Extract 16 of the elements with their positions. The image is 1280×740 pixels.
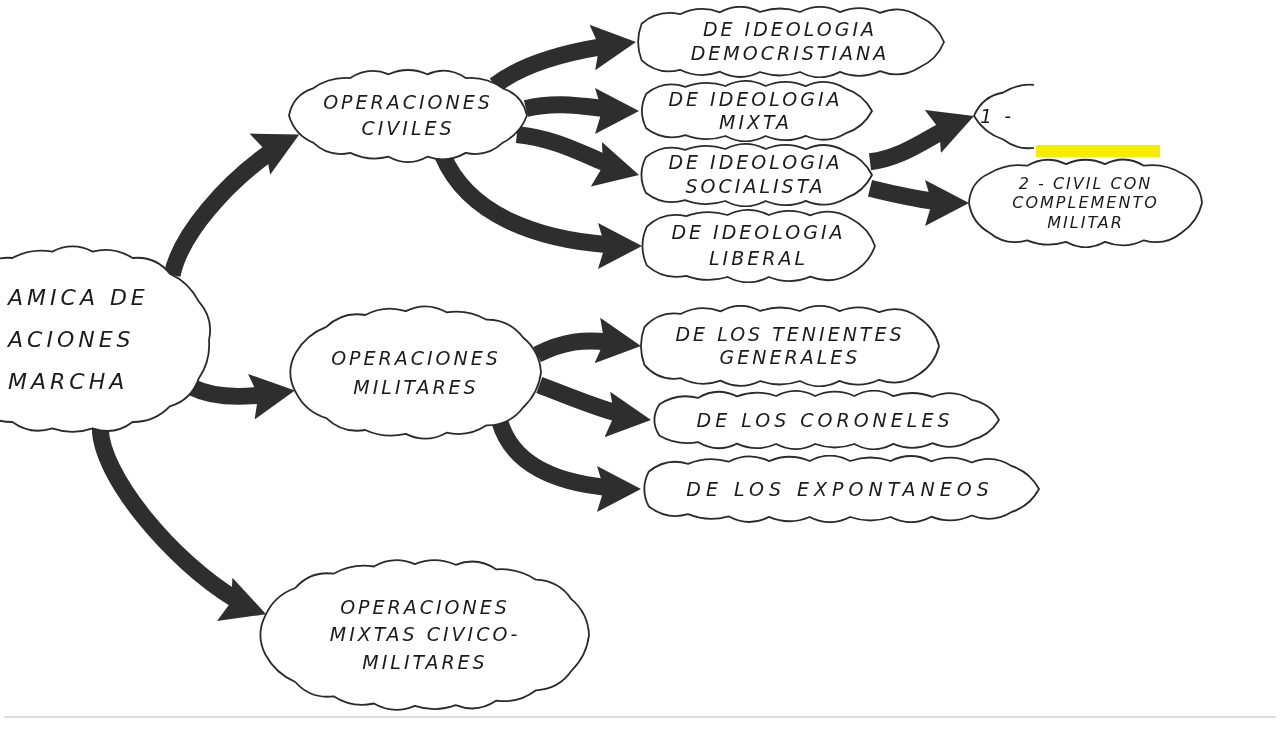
node-label: DE LOS CORONELES [696, 408, 954, 432]
node-label: DE IDEOLOGIA MIXTA [667, 88, 844, 134]
arrow [536, 377, 653, 437]
node-label: DE IDEOLOGIA LIBERAL [670, 220, 847, 271]
node-label: OPERACIONES MIXTAS CIVICO-MILITARES [328, 594, 522, 675]
arrow [524, 86, 640, 133]
arrow [867, 179, 970, 226]
node-label: DE IDEOLOGIA DEMOCRISTIANA [689, 18, 891, 66]
node-label: DE IDEOLOGIA SOCIALISTA [667, 151, 844, 199]
node-label: AMICA DE ACIONES MARCHA [8, 284, 150, 396]
node-label: OPERACIONES MILITARES [330, 346, 502, 400]
node-label: OPERACIONES CIVILES [322, 89, 494, 141]
node-label: DE LOS EXPONTANEOS [686, 477, 994, 501]
node-label: DE LOS TENIENTES GENERALES [674, 323, 906, 369]
node-label: 2 - CIVIL CON COMPLEMENTO MILITAR [1011, 174, 1160, 232]
node-label: 1 - [980, 104, 1014, 128]
